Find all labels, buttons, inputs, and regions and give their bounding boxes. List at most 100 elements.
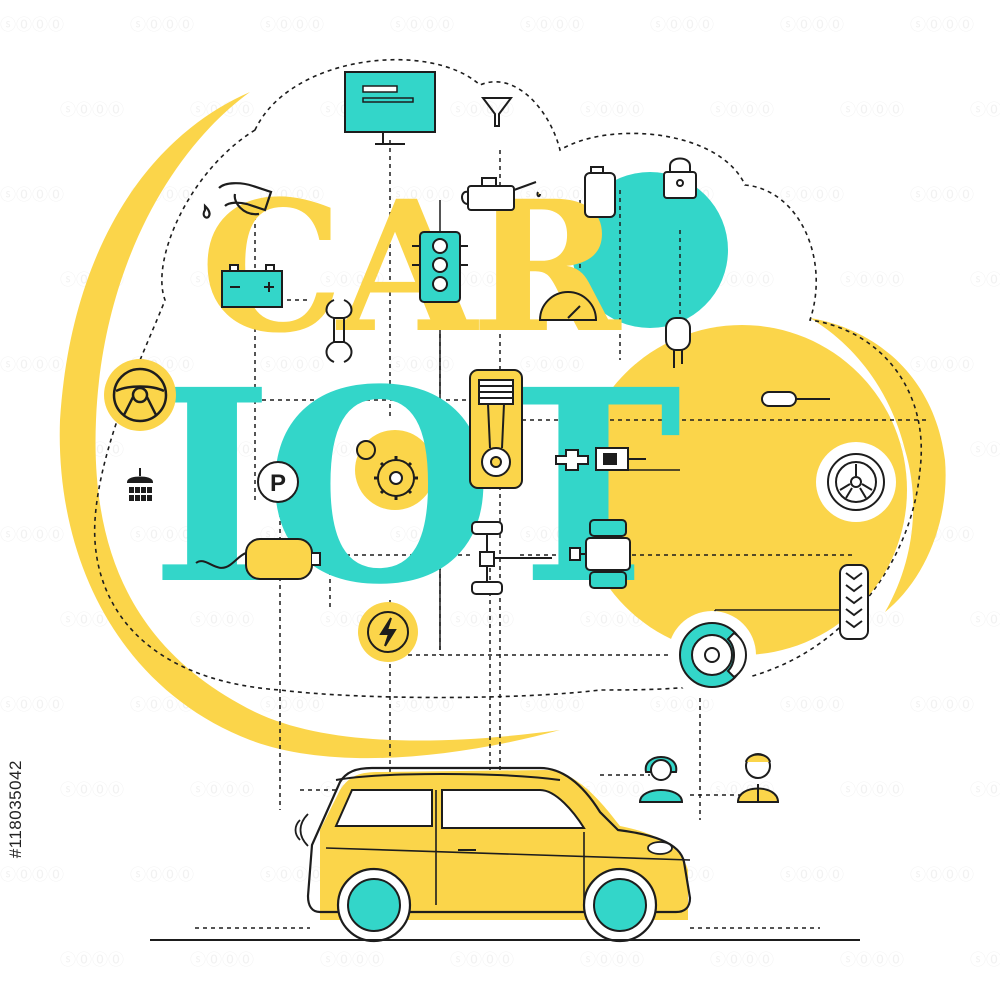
speedometer-icon <box>538 291 598 321</box>
watermark-text: ⓢ⓪⓪⓪ <box>520 526 584 544</box>
transmission-icon <box>569 519 631 589</box>
watermark-text: ⓢ⓪⓪⓪ <box>520 16 584 34</box>
watermark-text: ⓢ⓪⓪⓪ <box>650 16 714 34</box>
watermark-text: ⓢ⓪⓪⓪ <box>260 356 324 374</box>
wheel-rim-icon <box>827 453 885 511</box>
battery-icon <box>221 264 283 308</box>
watermark-text: ⓢ⓪⓪⓪ <box>390 696 454 714</box>
watermark-text: ⓢ⓪⓪⓪ <box>450 611 514 629</box>
watermark-text: ⓢ⓪⓪⓪ <box>520 696 584 714</box>
watermark-text: ⓢ⓪⓪⓪ <box>130 16 194 34</box>
watermark-text: ⓢ⓪⓪⓪ <box>130 526 194 544</box>
car-body <box>306 766 692 914</box>
watermark-text: ⓢ⓪⓪⓪ <box>580 781 644 799</box>
wrench-icon <box>325 299 353 363</box>
oil-can-icon <box>461 177 541 211</box>
watermark-text: ⓢ⓪⓪⓪ <box>190 951 254 969</box>
watermark-text: ⓢ⓪⓪⓪ <box>840 101 904 119</box>
car-roof-rack <box>335 773 561 781</box>
watermark-text: ⓢ⓪⓪⓪ <box>840 271 904 289</box>
watermark-text: ⓢ⓪⓪⓪ <box>190 781 254 799</box>
watermark-text: ⓢ⓪⓪⓪ <box>320 271 384 289</box>
gears-icon <box>356 440 418 500</box>
watermark-text: ⓢ⓪⓪⓪ <box>970 781 1000 799</box>
watermark-text: ⓢ⓪⓪⓪ <box>970 951 1000 969</box>
car-key-icon <box>665 317 691 368</box>
watermark-text: ⓢ⓪⓪⓪ <box>710 271 774 289</box>
car-wheel-front-hub <box>593 878 647 932</box>
axle-icon <box>471 521 552 595</box>
watermark-text: ⓢ⓪⓪⓪ <box>450 951 514 969</box>
watermark-text: ⓢ⓪⓪⓪ <box>390 186 454 204</box>
watermark-text: ⓢ⓪⓪⓪ <box>910 356 974 374</box>
watermark-text: ⓢ⓪⓪⓪ <box>190 611 254 629</box>
watermark-text: ⓢ⓪⓪⓪ <box>60 781 124 799</box>
watermark-text: ⓢ⓪⓪⓪ <box>780 696 844 714</box>
funnel-icon <box>481 97 513 127</box>
watermark-text: ⓢ⓪⓪⓪ <box>710 101 774 119</box>
yellow-circle-large <box>577 325 907 655</box>
watermark-text: ⓢ⓪⓪⓪ <box>190 441 254 459</box>
watermark-text: ⓢ⓪⓪⓪ <box>910 16 974 34</box>
watermark-text: ⓢ⓪⓪⓪ <box>0 526 64 544</box>
watermark-text: ⓢ⓪⓪⓪ <box>780 186 844 204</box>
car-wash-icon <box>126 468 154 501</box>
woman-user-icon <box>638 756 684 803</box>
watermark-text: ⓢ⓪⓪⓪ <box>650 696 714 714</box>
watermark-text: ⓢ⓪⓪⓪ <box>260 16 324 34</box>
watermark-text: ⓢ⓪⓪⓪ <box>780 16 844 34</box>
watermark-text: ⓢ⓪⓪⓪ <box>580 611 644 629</box>
watermark-text: ⓢ⓪⓪⓪ <box>130 696 194 714</box>
watermark-text: ⓢ⓪⓪⓪ <box>910 696 974 714</box>
piston-icon <box>469 369 523 489</box>
lightning-icon <box>367 611 409 653</box>
padlock-icon <box>663 157 697 199</box>
watermark-text: ⓢ⓪⓪⓪ <box>580 951 644 969</box>
canister-icon <box>584 166 616 218</box>
watermark-text: ⓢ⓪⓪⓪ <box>450 101 514 119</box>
watermark-text: ⓢ⓪⓪⓪ <box>260 866 324 884</box>
watermark-text: ⓢ⓪⓪⓪ <box>390 356 454 374</box>
watermark-text: ⓢ⓪⓪⓪ <box>450 271 514 289</box>
car-door-lines <box>325 790 691 905</box>
watermark-text: ⓢ⓪⓪⓪ <box>970 101 1000 119</box>
steering-wheel-icon <box>112 367 168 423</box>
car-signal-waves <box>294 813 309 847</box>
stock-id: #118035042 <box>6 760 25 859</box>
car-wheel-rear-hub <box>347 878 401 932</box>
watermark-text: ⓢ⓪⓪⓪ <box>130 866 194 884</box>
watermark-text: ⓢ⓪⓪⓪ <box>910 186 974 204</box>
watermark-text: ⓢ⓪⓪⓪ <box>260 186 324 204</box>
headline-iot: IOT <box>150 332 679 643</box>
watermark-text: ⓢ⓪⓪⓪ <box>520 186 584 204</box>
car-window-front <box>441 789 586 829</box>
car-headlight <box>647 841 673 855</box>
watermark-text: ⓢ⓪⓪⓪ <box>910 866 974 884</box>
watermark-text: ⓢ⓪⓪⓪ <box>780 866 844 884</box>
watermark-text: ⓢ⓪⓪⓪ <box>390 526 454 544</box>
screwdriver-icon <box>761 391 830 407</box>
watermark-text: ⓢ⓪⓪⓪ <box>0 696 64 714</box>
watermark-text: ⓢ⓪⓪⓪ <box>260 696 324 714</box>
watermark-text: ⓢ⓪⓪⓪ <box>320 951 384 969</box>
man-user-icon <box>736 753 780 803</box>
muffler-icon <box>195 538 321 580</box>
svg-text:P: P <box>270 470 286 497</box>
watermark-text: ⓢ⓪⓪⓪ <box>970 611 1000 629</box>
watermark-text: ⓢ⓪⓪⓪ <box>840 781 904 799</box>
watermark-text: ⓢ⓪⓪⓪ <box>520 356 584 374</box>
watermark-text: ⓢ⓪⓪⓪ <box>710 951 774 969</box>
watermark-text: ⓢ⓪⓪⓪ <box>970 441 1000 459</box>
watermark-text: ⓢ⓪⓪⓪ <box>60 101 124 119</box>
fuel-nozzle-icon <box>202 182 273 219</box>
watermark-text: ⓢ⓪⓪⓪ <box>0 16 64 34</box>
parking-icon: P <box>257 461 299 503</box>
watermark-text: ⓢ⓪⓪⓪ <box>840 951 904 969</box>
watermark-text: ⓢ⓪⓪⓪ <box>580 101 644 119</box>
monitor-icon <box>344 71 436 145</box>
car-window-rear <box>334 789 433 827</box>
seat-belt-icon <box>555 447 646 471</box>
watermark-text: ⓢ⓪⓪⓪ <box>970 271 1000 289</box>
watermark-text: ⓢ⓪⓪⓪ <box>390 16 454 34</box>
